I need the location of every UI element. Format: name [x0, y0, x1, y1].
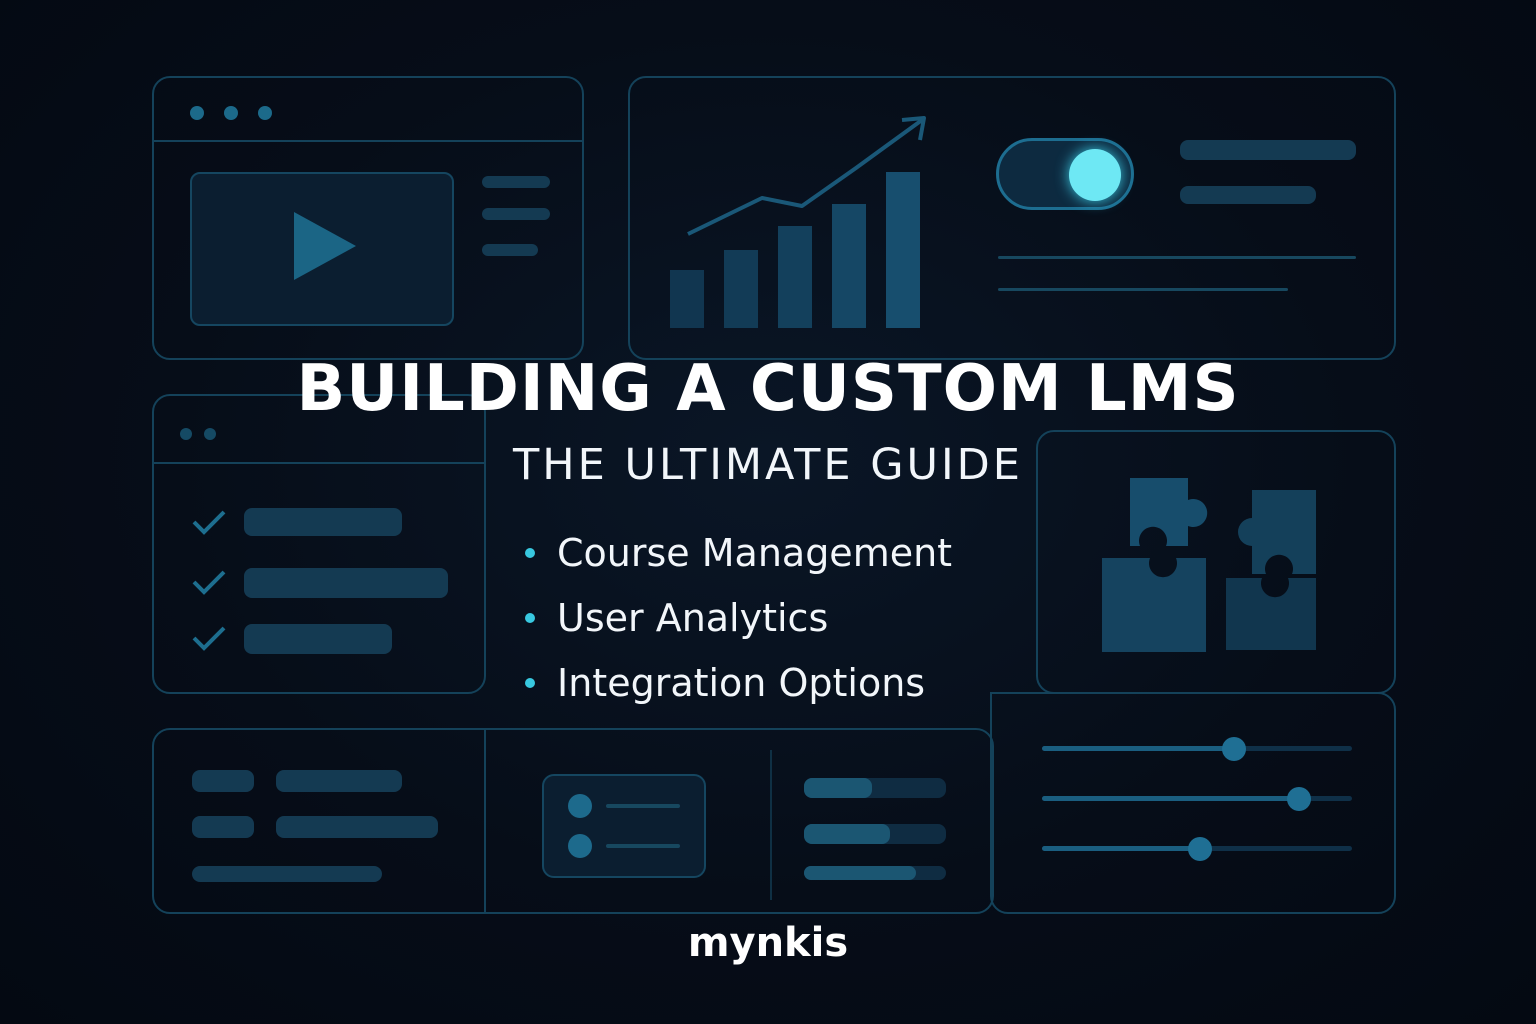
progress-track	[804, 824, 946, 844]
checkmark-icon	[192, 570, 226, 595]
slider-track[interactable]	[1042, 837, 1352, 861]
trend-arrow-icon	[687, 118, 924, 236]
window-dot	[180, 428, 192, 440]
text-placeholder	[482, 208, 550, 220]
radio-label	[606, 844, 680, 848]
toggle-switch[interactable]	[996, 138, 1134, 210]
text-placeholder	[192, 770, 254, 792]
radio-card[interactable]	[542, 774, 706, 878]
play-icon[interactable]	[286, 206, 366, 286]
divider-line	[998, 288, 1288, 291]
feature-label: Integration Options	[557, 660, 926, 705]
checklist-item	[244, 568, 448, 598]
page-subtitle: THE ULTIMATE GUIDE	[513, 440, 1023, 490]
feature-item: Course Management	[520, 520, 952, 585]
window-divider	[154, 462, 484, 464]
window-divider	[154, 140, 582, 142]
feature-label: Course Management	[557, 530, 953, 575]
text-placeholder	[482, 176, 550, 188]
chart-bar	[832, 204, 866, 328]
progress-fill	[804, 866, 916, 880]
bullet-dot-icon	[525, 677, 535, 688]
text-placeholder	[192, 816, 254, 838]
window-dot	[258, 106, 272, 120]
trend-arrow-icon	[901, 116, 926, 141]
growth-chart	[670, 116, 926, 328]
slider-fill	[1042, 796, 1298, 801]
text-placeholder	[1180, 140, 1356, 160]
settings-panel	[990, 692, 1396, 914]
progress-fill	[804, 778, 872, 798]
text-placeholder	[1180, 186, 1316, 204]
divider-line	[998, 256, 1356, 259]
page-title: BUILDING A CUSTOM LMS	[296, 352, 1240, 426]
feature-item: User Analytics	[520, 585, 952, 650]
checkmark-icon	[192, 510, 226, 535]
bullet-dot-icon	[525, 612, 535, 623]
column-divider	[770, 750, 772, 900]
chart-bar	[778, 226, 812, 328]
progress-fill	[804, 824, 890, 844]
window-dot	[190, 106, 204, 120]
text-placeholder	[192, 866, 382, 882]
chart-bar	[724, 250, 758, 328]
slider-track[interactable]	[1042, 787, 1352, 811]
puzzle-icon	[1102, 478, 1316, 652]
progress-track	[804, 866, 946, 880]
brand-logo: mynkis	[687, 920, 849, 966]
radio-dot-icon[interactable]	[568, 794, 592, 818]
slider-knob-icon[interactable]	[1188, 837, 1212, 861]
feature-label: User Analytics	[557, 595, 829, 640]
progress-track	[804, 778, 946, 798]
integration-panel	[1036, 430, 1396, 694]
feature-list: Course Management User Analytics Integra…	[520, 520, 952, 715]
analytics-panel	[628, 76, 1396, 360]
slider-fill	[1042, 846, 1200, 851]
slider-knob-icon[interactable]	[1222, 737, 1246, 761]
radio-dot-icon[interactable]	[568, 834, 592, 858]
column-divider	[484, 730, 486, 912]
slider-fill	[1042, 746, 1234, 751]
dashboard-panel	[152, 728, 994, 914]
checkmark-icon	[192, 626, 226, 651]
feature-item: Integration Options	[520, 650, 952, 715]
radio-label	[606, 804, 680, 808]
toggle-knob-icon	[1069, 149, 1121, 201]
checklist-panel	[152, 394, 486, 694]
window-dot	[204, 428, 216, 440]
checklist-item	[244, 508, 402, 536]
text-placeholder	[276, 770, 402, 792]
chart-bar	[886, 172, 920, 328]
slider-track[interactable]	[1042, 737, 1352, 761]
window-dot	[224, 106, 238, 120]
chart-bar	[670, 270, 704, 328]
text-placeholder	[276, 816, 438, 838]
checklist-item	[244, 624, 392, 654]
video-frame[interactable]	[190, 172, 454, 326]
slider-knob-icon[interactable]	[1287, 787, 1311, 811]
text-placeholder	[482, 244, 538, 256]
video-panel	[152, 76, 584, 360]
bullet-dot-icon	[525, 547, 535, 558]
